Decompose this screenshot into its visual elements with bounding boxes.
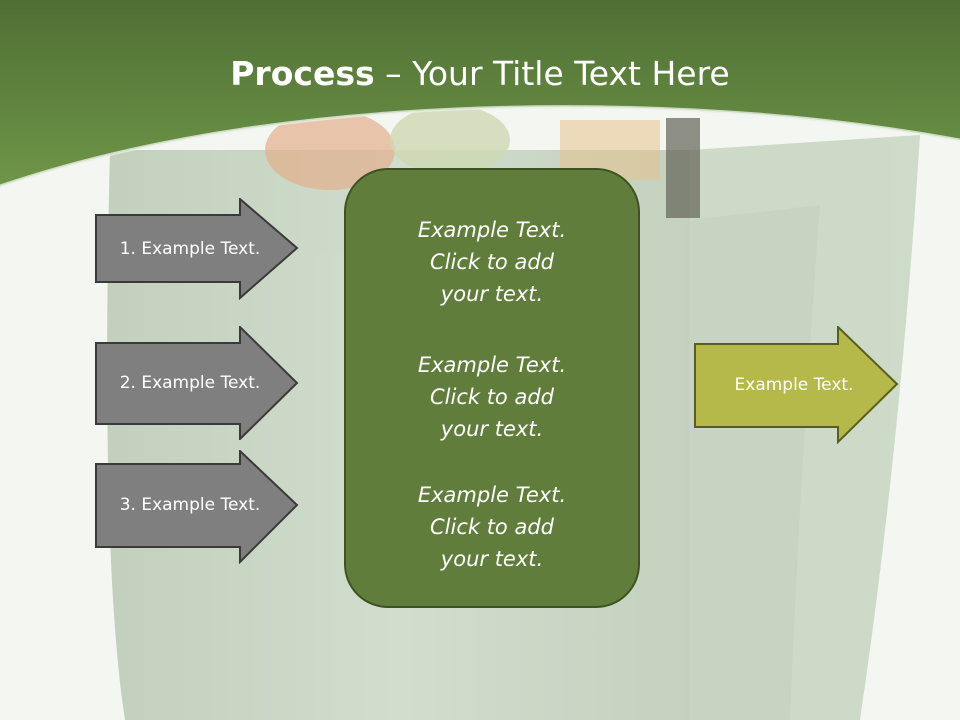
center-text-line: Click to add bbox=[429, 250, 554, 274]
title-bold: Process bbox=[230, 54, 375, 93]
center-text-line: Example Text. bbox=[417, 353, 567, 377]
center-text-block-1[interactable]: Example Text. Click to add your text. bbox=[346, 214, 638, 310]
input-arrow-1[interactable]: 1. Example Text. bbox=[95, 198, 299, 300]
center-text-line: Example Text. bbox=[417, 218, 567, 242]
center-text-line: your text. bbox=[440, 547, 544, 571]
center-text-line: Example Text. bbox=[417, 483, 567, 507]
slide-title[interactable]: Process – Your Title Text Here bbox=[0, 52, 960, 96]
input-arrow-3[interactable]: 3. Example Text. bbox=[95, 450, 299, 564]
title-rest: – Your Title Text Here bbox=[374, 54, 730, 93]
input-arrow-label: 2. Example Text. bbox=[119, 373, 261, 393]
center-text-line: Click to add bbox=[429, 515, 554, 539]
center-text-block-2[interactable]: Example Text. Click to add your text. bbox=[346, 349, 638, 445]
header-band bbox=[0, 0, 960, 186]
center-text-line: Click to add bbox=[429, 385, 554, 409]
input-arrow-2[interactable]: 2. Example Text. bbox=[95, 326, 299, 440]
center-process-box[interactable]: Example Text. Click to add your text. Ex… bbox=[344, 168, 640, 608]
center-text-line: your text. bbox=[440, 417, 544, 441]
output-arrow-label: Example Text. bbox=[734, 375, 854, 395]
output-arrow[interactable]: Example Text. bbox=[694, 326, 900, 444]
center-text-line: your text. bbox=[440, 282, 544, 306]
header-divider-curve bbox=[0, 105, 960, 188]
center-text-block-3[interactable]: Example Text. Click to add your text. bbox=[346, 479, 638, 575]
input-arrow-label: 3. Example Text. bbox=[119, 495, 261, 515]
input-arrow-label: 1. Example Text. bbox=[119, 239, 261, 259]
